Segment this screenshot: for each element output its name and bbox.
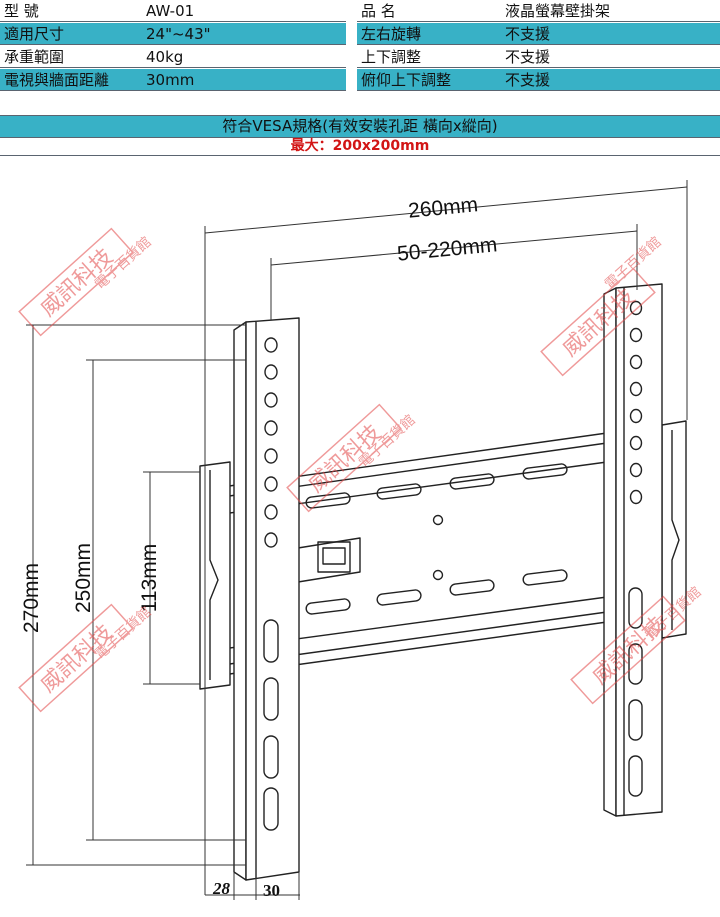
spec-table-left: 型 號 AW-01 適用尺寸 24"~43" 承重範圍 40kg 電視與牆面距離… — [0, 0, 346, 92]
dim-width-total: 260mm — [407, 193, 479, 223]
spec-label: 品 名 — [361, 2, 396, 20]
spec-label: 上下調整 — [361, 48, 422, 66]
spec-value: 30mm — [146, 71, 195, 89]
right-arm-holes — [628, 300, 643, 797]
vesa-title: 符合VESA規格(有效安裝孔距 橫向x縱向) — [0, 115, 720, 138]
spec-label: 型 號 — [4, 2, 39, 20]
dim-height-arm: 250mm — [72, 543, 95, 613]
spec-value: AW-01 — [146, 2, 195, 20]
left-arm-holes — [263, 337, 279, 831]
spec-table: 型 號 AW-01 適用尺寸 24"~43" 承重範圍 40kg 電視與牆面距離… — [0, 0, 720, 92]
dimension-lines — [26, 180, 688, 900]
vesa-max: 最大：200x200mm — [0, 138, 720, 156]
dim-height-plate: 113mm — [138, 544, 161, 612]
spec-row-tilt: 俯仰上下調整 不支援 — [357, 69, 720, 91]
dim-depth-b: 30 — [263, 881, 280, 900]
spec-label: 左右旋轉 — [361, 25, 422, 43]
spec-value: 液晶螢幕壁掛架 — [505, 2, 611, 20]
spec-value: 不支援 — [505, 25, 551, 43]
spec-table-right: 品 名 液晶螢幕壁掛架 左右旋轉 不支援 上下調整 不支援 俯仰上下調整 不支援 — [357, 0, 720, 92]
spec-row-vertical: 上下調整 不支援 — [357, 46, 720, 68]
wall-plate-slots — [305, 463, 568, 615]
spec-label: 承重範圍 — [4, 48, 65, 66]
spec-row-product: 品 名 液晶螢幕壁掛架 — [357, 0, 720, 22]
left-arm — [233, 317, 300, 881]
dim-height-total: 270mm — [20, 563, 43, 633]
watermark-logo: 威訊科技 — [18, 227, 134, 337]
spec-row-distance: 電視與牆面距離 30mm — [0, 69, 346, 91]
spec-label: 俯仰上下調整 — [361, 71, 452, 89]
spec-value: 40kg — [146, 48, 184, 66]
spec-row-size: 適用尺寸 24"~43" — [0, 23, 346, 45]
spec-row-swivel: 左右旋轉 不支援 — [357, 23, 720, 45]
spec-label: 適用尺寸 — [4, 25, 65, 43]
dim-width-range: 50-220mm — [396, 233, 498, 266]
spec-value: 24"~43" — [146, 25, 211, 43]
dim-depth-a: 28 — [212, 879, 231, 898]
spec-value: 不支援 — [505, 71, 551, 89]
spec-label: 電視與牆面距離 — [4, 71, 110, 89]
spec-row-load: 承重範圍 40kg — [0, 46, 346, 68]
spec-row-model: 型 號 AW-01 — [0, 0, 346, 22]
spec-value: 不支援 — [505, 48, 551, 66]
lock-latch — [297, 537, 361, 583]
right-arm — [603, 283, 663, 817]
